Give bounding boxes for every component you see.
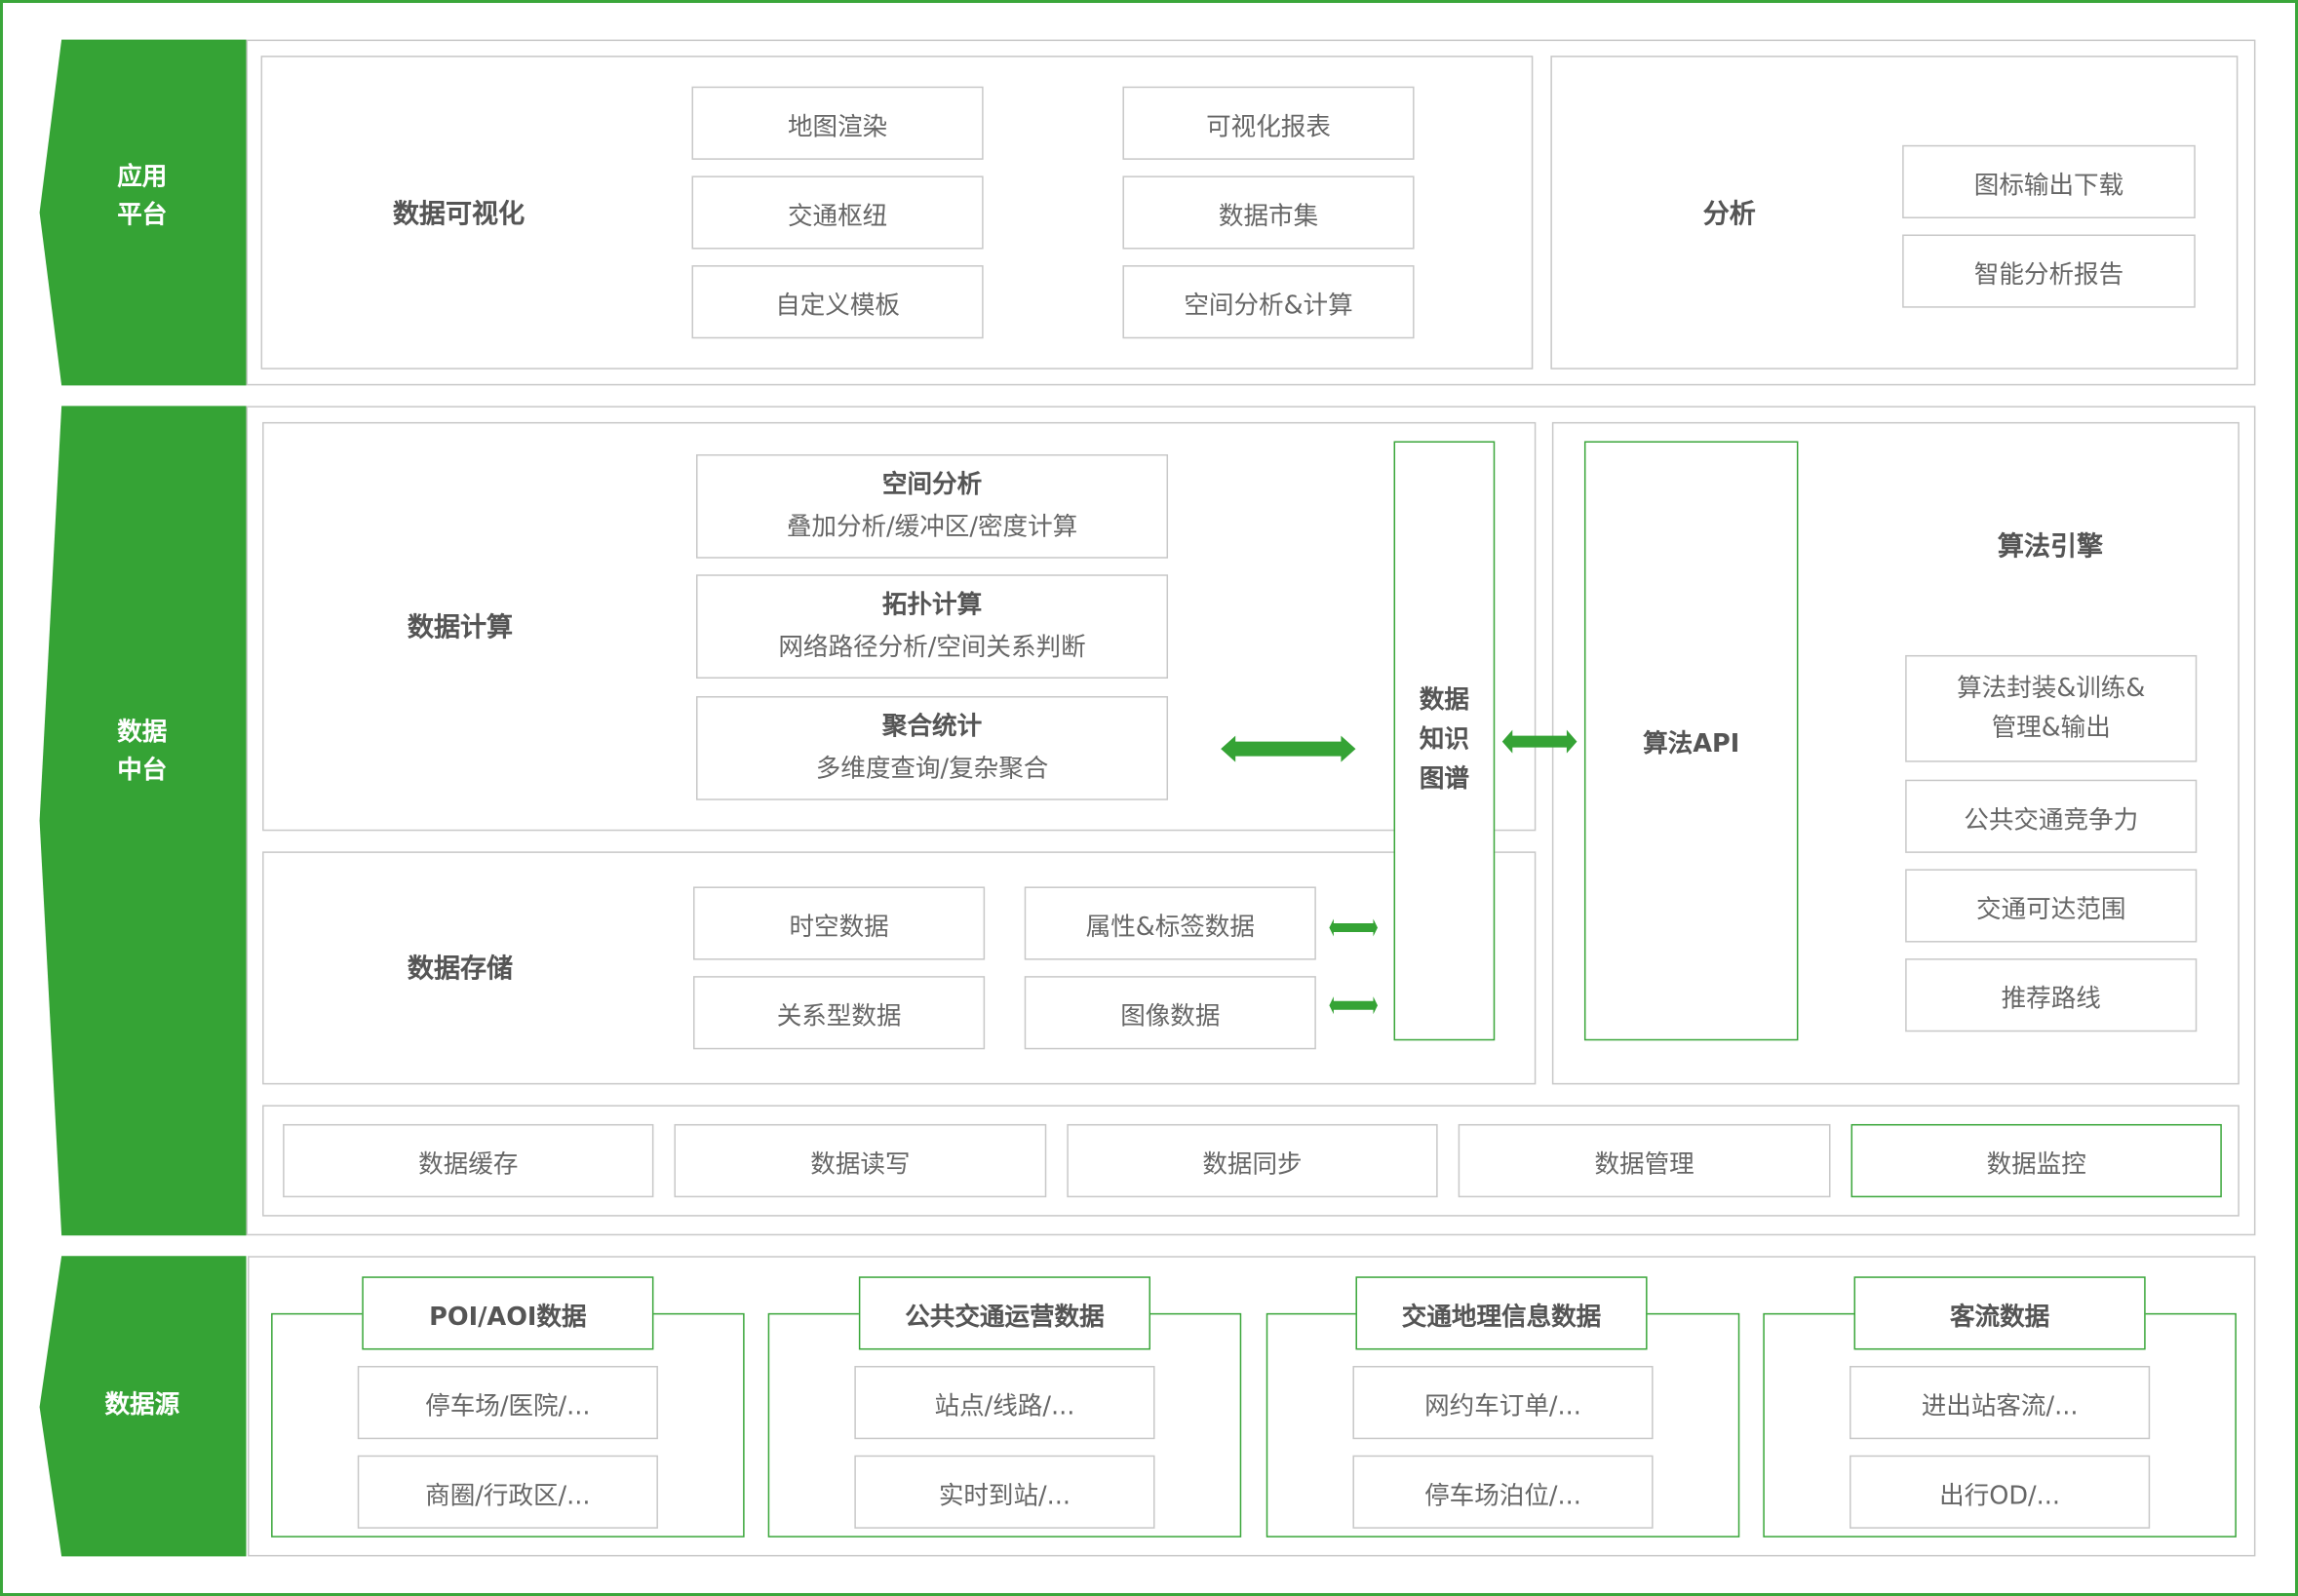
compute-item[interactable]: 空间分析 叠加分析/缓冲区/密度计算 [696,453,1169,559]
label-line: 平台 [117,200,168,231]
layer-label-middle: 数据 中台 [61,714,222,790]
viz-item[interactable]: 数据市集 [1122,175,1415,250]
compute-item-desc: 叠加分析/缓冲区/密度计算 [786,512,1078,542]
analysis-item[interactable]: 图标输出下载 [1902,144,2196,218]
label-line: 数据 [117,718,168,748]
service-item[interactable]: 数据读写 [674,1123,1047,1198]
algorithm-item-line: 管理&输出 [1991,713,2111,743]
layer-label-application: 应用 平台 [61,158,222,234]
storage-title: 数据存储 [407,954,514,986]
double-arrow-icon [1221,735,1356,762]
label-line: 中台 [117,756,168,786]
algorithm-api-box[interactable]: 算法API [1583,441,1799,1041]
source-item[interactable]: 进出站客流/... [1850,1365,2151,1440]
layer-label-source: 数据源 [104,1390,180,1421]
tab-middle [39,406,247,1236]
algorithm-item-line: 算法封装&训练& [1957,673,2146,703]
compute-item-desc: 网络路径分析/空间关系判断 [778,632,1086,662]
algorithm-item[interactable]: 交通可达范围 [1905,869,2198,943]
viz-item[interactable]: 交通枢纽 [691,175,984,250]
source-item[interactable]: 站点/线路/... [854,1365,1155,1440]
analysis-item[interactable]: 智能分析报告 [1902,234,2196,308]
source-item[interactable]: 商圈/行政区/... [357,1455,658,1529]
storage-item[interactable]: 图像数据 [1024,976,1316,1050]
double-arrow-icon [1329,918,1378,937]
viz-item[interactable]: 空间分析&计算 [1122,265,1415,339]
storage-item[interactable]: 属性&标签数据 [1024,886,1316,960]
kg-line: 数据 [1419,685,1469,716]
compute-item-title: 拓扑计算 [881,590,983,620]
storage-item[interactable]: 时空数据 [693,886,986,960]
kg-line: 知识 [1419,725,1469,756]
source-item[interactable]: 出行OD/... [1850,1455,2151,1529]
service-item[interactable]: 数据缓存 [283,1123,654,1198]
viz-item[interactable]: 自定义模板 [691,265,984,339]
compute-item-title: 空间分析 [881,469,983,499]
source-group-title[interactable]: POI/AOI数据 [362,1276,654,1350]
label-line: 应用 [117,162,168,192]
algorithm-item[interactable]: 算法封装&训练& 管理&输出 [1905,654,2198,762]
storage-item[interactable]: 关系型数据 [693,976,986,1050]
viz-item[interactable]: 可视化报表 [1122,86,1415,160]
kg-line: 图谱 [1419,764,1469,795]
source-item[interactable]: 网约车订单/... [1352,1365,1654,1440]
viz-item[interactable]: 地图渲染 [691,86,984,160]
double-arrow-icon [1501,729,1577,754]
algorithm-item[interactable]: 推荐路线 [1905,958,2198,1032]
source-group-title[interactable]: 公共交通运营数据 [858,1276,1151,1350]
compute-item-desc: 多维度查询/复杂聚合 [815,754,1049,784]
algorithm-item[interactable]: 公共交通竞争力 [1905,779,2198,853]
compute-title: 数据计算 [407,612,514,643]
source-item[interactable]: 实时到站/... [854,1455,1155,1529]
source-group-title[interactable]: 客流数据 [1853,1276,2146,1350]
visualization-title: 数据可视化 [392,199,526,231]
source-item[interactable]: 停车场/医院/... [357,1365,658,1440]
analysis-title: 分析 [1702,199,1756,231]
compute-item[interactable]: 聚合统计 多维度查询/复杂聚合 [696,696,1169,800]
algorithm-engine-title: 算法引擎 [1997,531,2104,564]
service-item[interactable]: 数据管理 [1458,1123,1831,1198]
knowledge-graph-box[interactable]: 数据 知识 图谱 [1393,441,1496,1041]
compute-item[interactable]: 拓扑计算 网络路径分析/空间关系判断 [696,574,1169,679]
double-arrow-icon [1329,996,1378,1015]
source-item[interactable]: 停车场泊位/... [1352,1455,1654,1529]
tab-application [39,39,247,386]
tab-source [39,1256,247,1557]
service-item[interactable]: 数据同步 [1067,1123,1438,1198]
source-group-title[interactable]: 交通地理信息数据 [1355,1276,1648,1350]
compute-item-title: 聚合统计 [881,711,983,741]
service-item-highlighted[interactable]: 数据监控 [1850,1123,2222,1198]
